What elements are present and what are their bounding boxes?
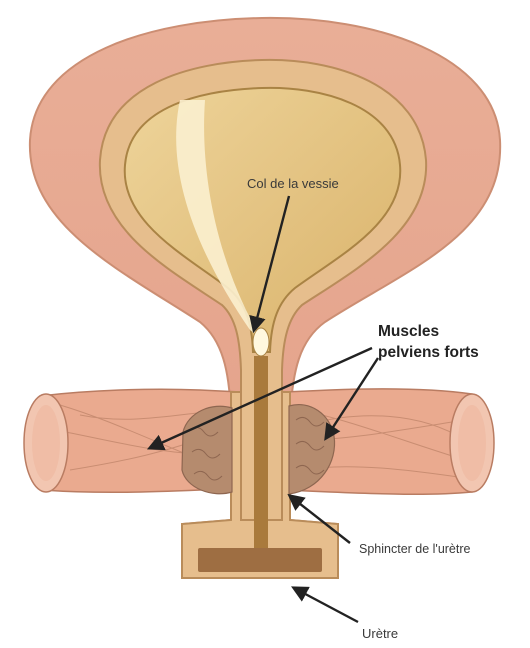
bladder-neck [253,328,269,356]
arrow-urethra [294,588,358,622]
urethra-channel [254,356,268,552]
label-pelvic-muscles-line2: pelviens forts [378,342,479,363]
label-pelvic-muscles-line1: Muscles [378,321,479,342]
urethra-pad [198,548,322,572]
bladder-lumen [125,88,401,352]
label-pelvic-muscles: Muscles pelviens forts [378,321,479,363]
label-sphincter: Sphincter de l'urètre [359,542,470,556]
label-bladder-neck: Col de la vessie [247,176,339,191]
label-urethra: Urètre [362,626,398,641]
